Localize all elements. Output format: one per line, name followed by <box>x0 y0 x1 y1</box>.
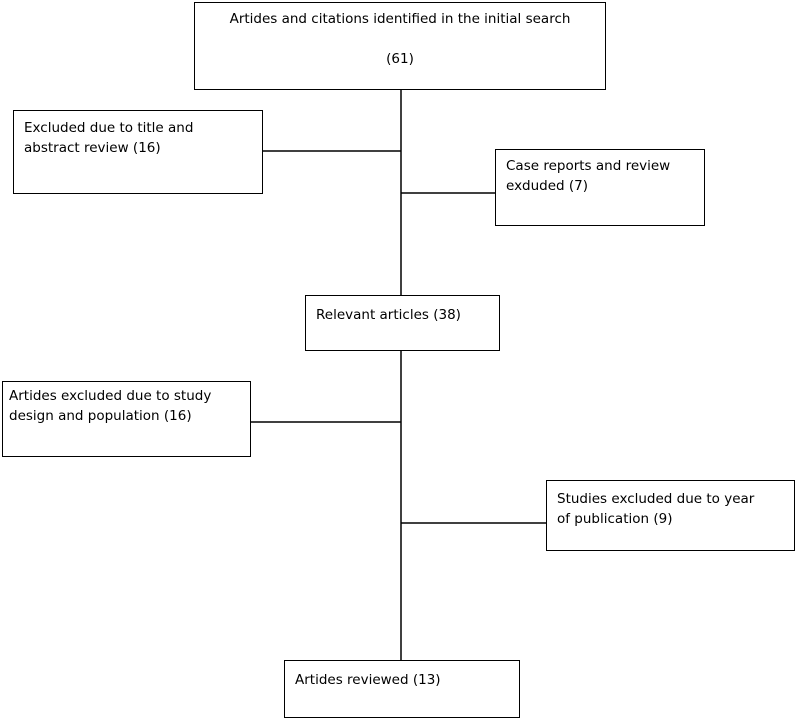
initial-search-label: Artides and citations identified in the … <box>229 11 571 27</box>
study-design-line-1: Artides excluded due to study <box>9 388 212 404</box>
case-reports-excluded-box: Case reports and review exduded (7) <box>495 149 705 226</box>
relevant-articles-label: Relevant articles (38) <box>316 307 461 323</box>
initial-search-count: (61) <box>386 50 414 67</box>
year-excluded-box: Studies excluded due to year of publicat… <box>546 480 795 551</box>
study-design-excluded-box: Artides excluded due to study design and… <box>2 381 251 457</box>
year-line-1: Studies excluded due to year <box>557 491 755 507</box>
relevant-articles-box: Relevant articles (38) <box>305 295 500 351</box>
year-line-2: of publication (9) <box>557 510 673 527</box>
title-abstract-excluded-box: Excluded due to title and abstract revie… <box>13 110 263 194</box>
case-reports-line-1: Case reports and review <box>506 158 671 174</box>
articles-reviewed-box: Artides reviewed (13) <box>284 660 520 718</box>
title-abstract-line-2: abstract review (16) <box>24 139 161 156</box>
title-abstract-line-1: Excluded due to title and <box>24 120 194 136</box>
initial-search-box: Artides and citations identified in the … <box>194 2 606 90</box>
study-design-line-2: design and population (16) <box>9 407 192 424</box>
articles-reviewed-label: Artides reviewed (13) <box>295 672 441 688</box>
case-reports-line-2: exduded (7) <box>506 177 589 194</box>
